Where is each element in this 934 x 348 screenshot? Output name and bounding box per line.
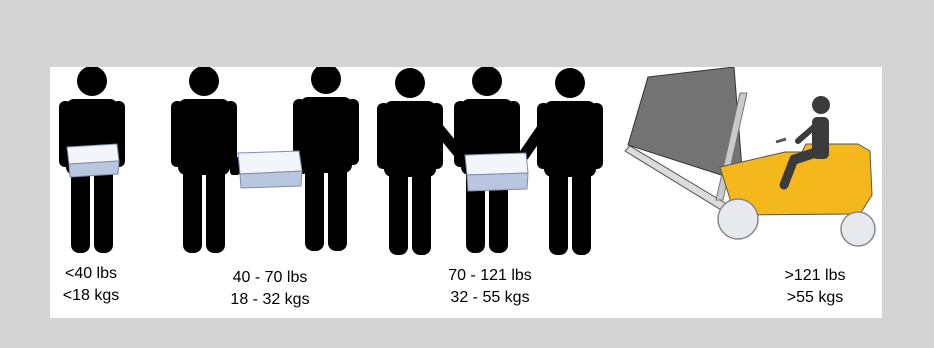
weight-category-panel: <40 lbs <18 kgs 40 - 70 lbs 18 - 32 kgs … [50,67,882,318]
caption-three-person: 70 - 121 lbs 32 - 55 kgs [415,265,565,309]
forklift-icon [625,67,875,246]
caption-kgs: 32 - 55 kgs [415,287,565,309]
caption-lbs: <40 lbs [50,263,132,285]
person-icon [537,68,603,255]
caption-kgs: 18 - 32 kgs [200,289,340,311]
front-wheel [718,199,758,239]
rear-wheel [841,212,875,246]
one-person-figure [59,67,125,253]
two-person-figure [171,67,359,253]
caption-two-person: 40 - 70 lbs 18 - 32 kgs [200,267,340,311]
caption-lbs: 70 - 121 lbs [415,265,565,287]
caption-kgs: >55 kgs [755,287,875,309]
caption-lbs: >121 lbs [755,265,875,287]
three-person-figure [377,67,603,255]
person-icon [171,67,237,253]
box-icon [238,151,302,188]
box-icon [67,144,119,177]
box-icon [465,153,528,191]
caption-kgs: <18 kgs [50,285,132,307]
caption-forklift: >121 lbs >55 kgs [755,265,875,309]
person-icon [377,68,443,255]
caption-lbs: 40 - 70 lbs [200,267,340,289]
caption-one-person: <40 lbs <18 kgs [50,263,132,307]
